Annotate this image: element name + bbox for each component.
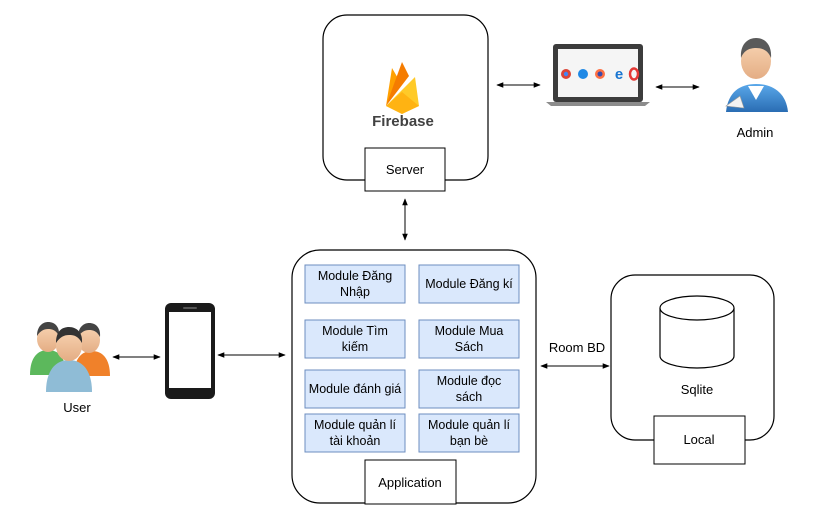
module-box-rect <box>304 413 406 453</box>
room-bd-label: Room BD <box>549 340 605 355</box>
module-label: Module Tìm <box>322 324 388 338</box>
firebase-logo-icon <box>386 62 419 114</box>
module-box-rect <box>418 264 520 304</box>
module-box: Module đọc sách <box>418 369 520 409</box>
server-node: Firebase Server <box>322 14 489 192</box>
server-label-box <box>364 147 446 192</box>
laptop-icon: e <box>546 44 650 106</box>
module-label: kiếm <box>342 340 368 354</box>
connectors <box>112 82 700 369</box>
module-label: Sách <box>455 340 484 354</box>
module-label: Module đánh giá <box>309 382 401 396</box>
module-label: Module Đăng kí <box>425 277 513 291</box>
module-box: Module quản lí bạn bè <box>418 413 520 453</box>
module-box: Module đánh giá <box>304 369 406 409</box>
module-label: Module đọc <box>437 374 502 388</box>
user-group-icon <box>30 322 110 392</box>
admin-label: Admin <box>737 125 774 140</box>
module-label: Module Đăng <box>318 269 392 283</box>
smartphone-icon <box>165 303 215 399</box>
database-node: Sqlite Local <box>610 274 775 465</box>
database-name: Sqlite <box>681 382 714 397</box>
module-label: tài khoản <box>330 434 381 448</box>
firebase-wordmark: Firebase <box>372 113 434 130</box>
module-label: sách <box>456 390 482 404</box>
module-box: Module quản lí tài khoản <box>304 413 406 453</box>
module-label: Nhập <box>340 285 370 299</box>
module-box: Module Tìm kiếm <box>304 319 406 359</box>
svg-text:e: e <box>615 66 623 83</box>
local-label-box <box>653 415 746 465</box>
browser-icons: e <box>561 66 640 83</box>
module-box-rect <box>418 413 520 453</box>
server-label: Server <box>386 162 425 177</box>
module-label: bạn bè <box>450 434 488 448</box>
module-box-rect <box>304 264 406 304</box>
module-label: Module quản lí <box>428 418 511 432</box>
module-box: Module Đăng kí <box>418 264 520 304</box>
local-label: Local <box>683 432 714 447</box>
module-box-rect <box>418 319 520 359</box>
module-label: Module Mua <box>435 324 504 338</box>
module-box-rect <box>304 369 406 409</box>
module-box-rect <box>418 369 520 409</box>
application-label: Application <box>378 475 442 490</box>
application-label-box <box>364 459 457 505</box>
admin-person-icon <box>725 38 788 112</box>
module-label: Module quản lí <box>314 418 397 432</box>
module-box-rect <box>304 319 406 359</box>
database-cylinder-icon <box>659 295 735 369</box>
user-label: User <box>63 400 91 415</box>
